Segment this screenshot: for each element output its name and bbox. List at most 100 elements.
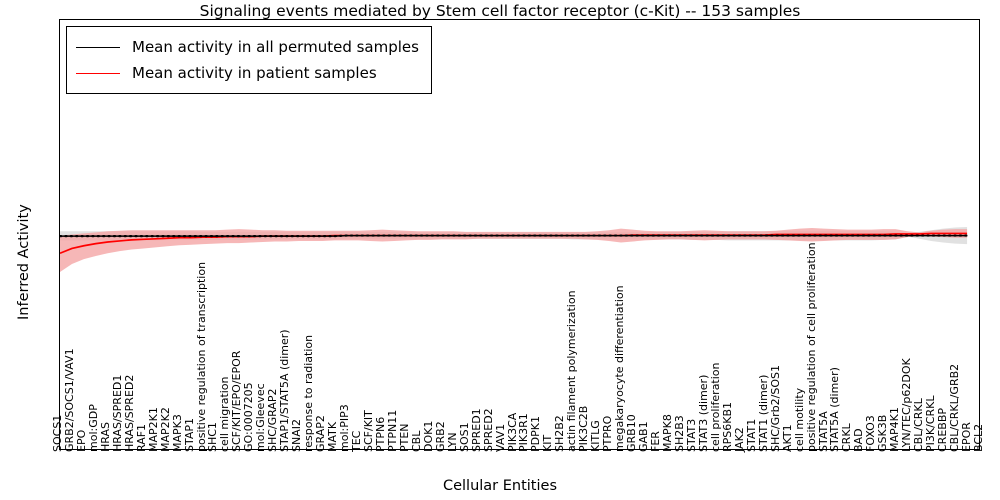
x-tick-label: GRB10 bbox=[625, 414, 639, 452]
x-tick-mark bbox=[538, 19, 539, 20]
x-tick-label: mol:GDP bbox=[86, 404, 100, 452]
x-tick-label: cell migration bbox=[218, 376, 232, 452]
x-tick-label: MATK bbox=[326, 421, 340, 452]
legend-label-permuted: Mean activity in all permuted samples bbox=[132, 38, 419, 56]
x-tick-label: PTPN6 bbox=[373, 416, 387, 452]
y-tick-mark bbox=[979, 73, 980, 74]
x-tick-mark bbox=[657, 19, 658, 20]
x-tick-label: MAP2K1 bbox=[146, 407, 160, 452]
y-tick-mark bbox=[979, 289, 980, 290]
legend-item-patient: Mean activity in patient samples bbox=[76, 60, 419, 86]
x-tick-label: SCF/KIT/EPO/EPOR bbox=[230, 350, 244, 452]
x-tick-label: SHC1 bbox=[206, 422, 220, 452]
x-tick-label: HRAS/SPRED1 bbox=[110, 374, 124, 452]
x-tick-mark bbox=[418, 19, 419, 20]
x-tick-label: SPRED2 bbox=[481, 408, 495, 452]
x-tick-label: SHC/Grb2/SOS1 bbox=[768, 365, 782, 452]
x-tick-label: GRAP2 bbox=[314, 415, 328, 452]
chart-legend: Mean activity in all permuted samples Me… bbox=[66, 26, 432, 94]
x-tick-label: SNAI2 bbox=[290, 419, 304, 452]
x-tick-label: TEC bbox=[350, 430, 364, 452]
x-tick-label: GAB1 bbox=[637, 421, 651, 452]
x-tick-label: SHC/GRAP2 bbox=[266, 388, 280, 452]
x-tick-mark bbox=[299, 19, 300, 20]
y-tick-mark bbox=[979, 127, 980, 128]
y-tick-mark bbox=[979, 396, 980, 397]
x-tick-label: GO:0007205 bbox=[242, 382, 256, 452]
x-tick-label: GSK3B bbox=[876, 414, 890, 452]
y-tick-mark bbox=[59, 235, 60, 236]
x-tick-label: CREBBP bbox=[936, 408, 950, 452]
x-tick-label: STAT1 bbox=[744, 418, 758, 452]
x-tick-label: EPOR bbox=[960, 422, 974, 452]
y-tick-mark bbox=[59, 289, 60, 290]
x-tick-mark bbox=[897, 19, 898, 20]
y-tick-mark bbox=[59, 181, 60, 182]
x-tick-label: STAP1 bbox=[182, 417, 196, 452]
x-tick-label: FER bbox=[649, 431, 663, 452]
x-tick-label: SOCS1 bbox=[51, 414, 64, 452]
x-tick-label: MAPK8 bbox=[661, 414, 674, 452]
x-tick-label: MAP2K2 bbox=[158, 407, 172, 452]
permuted-mean-markers bbox=[60, 234, 969, 238]
x-tick-label: STAT5A (dimer) bbox=[828, 367, 842, 452]
x-tick-label: PTPN11 bbox=[385, 409, 399, 452]
x-tick-label: JAK2 bbox=[732, 427, 746, 452]
legend-item-permuted: Mean activity in all permuted samples bbox=[76, 34, 419, 60]
x-tick-label: KITLG bbox=[589, 420, 603, 452]
y-tick-mark bbox=[59, 396, 60, 397]
chart-title: Signaling events mediated by Stem cell f… bbox=[199, 2, 801, 20]
x-tick-label: GRB2 bbox=[433, 421, 447, 452]
x-tick-label: positive regulation of cell proliferatio… bbox=[804, 242, 818, 452]
x-tick-label: MAP4K1 bbox=[888, 407, 902, 452]
y-tick-mark bbox=[59, 343, 60, 344]
x-tick-label: mol:PIP3 bbox=[338, 404, 352, 452]
x-tick-label: actin filament polymerization bbox=[565, 290, 579, 452]
x-tick-label: CBL bbox=[409, 430, 423, 452]
y-tick-mark bbox=[59, 127, 60, 128]
x-tick-label: STAT3 (dimer) bbox=[696, 374, 710, 452]
plot-svg bbox=[60, 226, 969, 273]
x-tick-label: RPS6KB1 bbox=[720, 401, 734, 452]
x-tick-label: SCF/KIT bbox=[361, 410, 375, 452]
x-tick-label: FOXO3 bbox=[864, 415, 878, 452]
x-tick-label: cell proliferation bbox=[708, 362, 722, 452]
x-tick-label: CBL/CRKL/GRB2 bbox=[948, 363, 962, 452]
x-tick-label: GRB2/SOCS1/VAV1 bbox=[62, 348, 76, 452]
x-tick-mark bbox=[59, 19, 60, 20]
legend-swatch-permuted bbox=[76, 46, 120, 48]
x-tick-label: RAF1 bbox=[134, 423, 148, 452]
y-tick-mark bbox=[979, 235, 980, 236]
x-tick-label: cell motility bbox=[792, 387, 806, 452]
y-axis-label: Inferred Activity bbox=[16, 204, 32, 320]
x-tick-label: PTPRO bbox=[601, 415, 615, 452]
y-tick-mark bbox=[59, 73, 60, 74]
x-tick-mark bbox=[777, 19, 778, 20]
x-tick-label: STAP1/STAT5A (dimer) bbox=[278, 329, 292, 452]
x-tick-label: STAT3 bbox=[684, 418, 698, 452]
x-tick-label: SH2B3 bbox=[672, 415, 686, 452]
x-tick-label: MAPK3 bbox=[170, 414, 184, 452]
x-tick-label: megakaryocyte differentiation bbox=[613, 285, 627, 452]
y-tick-mark bbox=[979, 181, 980, 182]
x-tick-label: PIK3C2B bbox=[577, 405, 591, 452]
x-tick-label: CRKL bbox=[840, 423, 854, 452]
x-tick-label: AKT1 bbox=[780, 424, 794, 452]
x-tick-label: HRAS/SPRED2 bbox=[122, 374, 136, 452]
legend-swatch-patient bbox=[76, 72, 120, 74]
legend-label-patient: Mean activity in patient samples bbox=[132, 64, 377, 82]
x-tick-label: EPO bbox=[74, 429, 88, 452]
x-tick-label: mol:Gleevec bbox=[254, 383, 268, 452]
x-tick-label: STAT1 (dimer) bbox=[756, 374, 770, 452]
x-tick-label: PTEN bbox=[397, 423, 411, 452]
y-tick-mark bbox=[979, 343, 980, 344]
x-tick-label: LYN bbox=[445, 432, 459, 452]
x-tick-label: DOK1 bbox=[421, 420, 435, 452]
x-tick-label: SH2B2 bbox=[553, 415, 567, 452]
x-tick-label: PI3K/CRKL bbox=[924, 395, 938, 452]
x-tick-label: PDPK1 bbox=[529, 416, 543, 452]
x-tick-label: BCL2 bbox=[972, 423, 985, 452]
x-axis-label: Cellular Entities bbox=[442, 478, 558, 494]
x-tick-label: SPRED1 bbox=[469, 408, 483, 452]
